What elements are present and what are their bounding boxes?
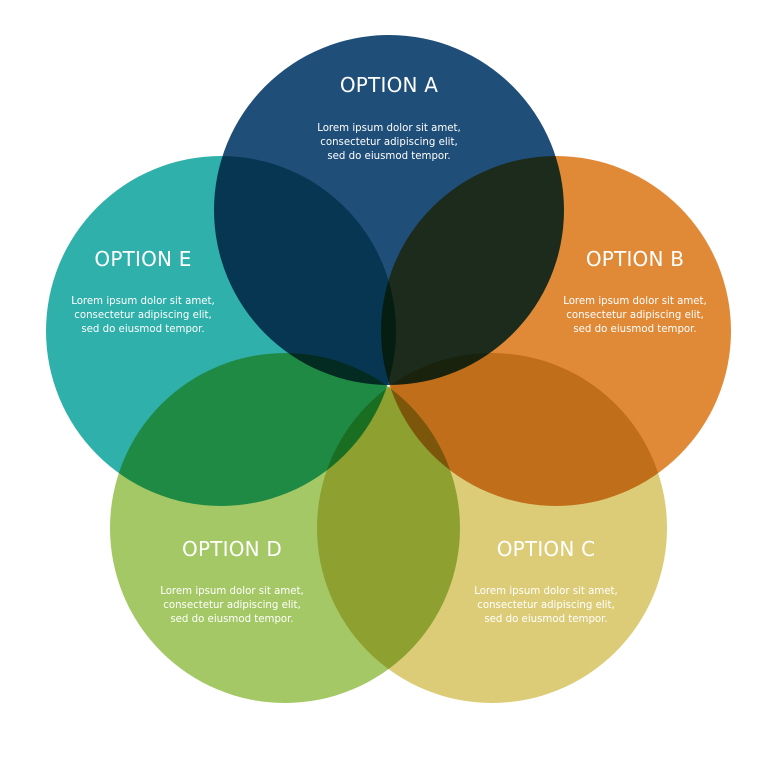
option-c-title: OPTION C bbox=[497, 537, 596, 561]
option-b-title: OPTION B bbox=[586, 247, 684, 271]
option-b-text-line-2: consectetur adipiscing elit, bbox=[566, 310, 704, 321]
option-b-text-line-1: Lorem ipsum dolor sit amet, bbox=[563, 296, 707, 307]
option-e-text-line-1: Lorem ipsum dolor sit amet, bbox=[71, 296, 215, 307]
option-c-label: OPTION C Lorem ipsum dolor sit amet, con… bbox=[474, 537, 618, 625]
option-a-title: OPTION A bbox=[340, 73, 438, 97]
option-e-label: OPTION E Lorem ipsum dolor sit amet, con… bbox=[71, 247, 215, 335]
option-e-text-line-2: consectetur adipiscing elit, bbox=[74, 310, 212, 321]
option-e-text-line-3: sed do eiusmod tempor. bbox=[81, 324, 204, 335]
option-b-label: OPTION B Lorem ipsum dolor sit amet, con… bbox=[563, 247, 707, 335]
option-e-title: OPTION E bbox=[94, 247, 191, 271]
option-d-text-line-2: consectetur adipiscing elit, bbox=[163, 600, 301, 611]
option-d-text-line-3: sed do eiusmod tempor. bbox=[170, 614, 293, 625]
option-a-label: OPTION A Lorem ipsum dolor sit amet, con… bbox=[317, 73, 461, 162]
option-c-text-line-1: Lorem ipsum dolor sit amet, bbox=[474, 586, 618, 597]
option-c-text-line-2: consectetur adipiscing elit, bbox=[477, 600, 615, 611]
option-a-text-line-2: consectetur adipiscing elit, bbox=[320, 137, 458, 148]
option-d-text-line-1: Lorem ipsum dolor sit amet, bbox=[160, 586, 304, 597]
option-a-text-line-3: sed do eiusmod tempor. bbox=[327, 151, 450, 162]
option-a-circle bbox=[214, 35, 564, 385]
option-c-text-line-3: sed do eiusmod tempor. bbox=[484, 614, 607, 625]
option-b-text-line-3: sed do eiusmod tempor. bbox=[573, 324, 696, 335]
option-d-title: OPTION D bbox=[182, 537, 282, 561]
option-d-label: OPTION D Lorem ipsum dolor sit amet, con… bbox=[160, 537, 304, 625]
option-a-text-line-1: Lorem ipsum dolor sit amet, bbox=[317, 123, 461, 134]
